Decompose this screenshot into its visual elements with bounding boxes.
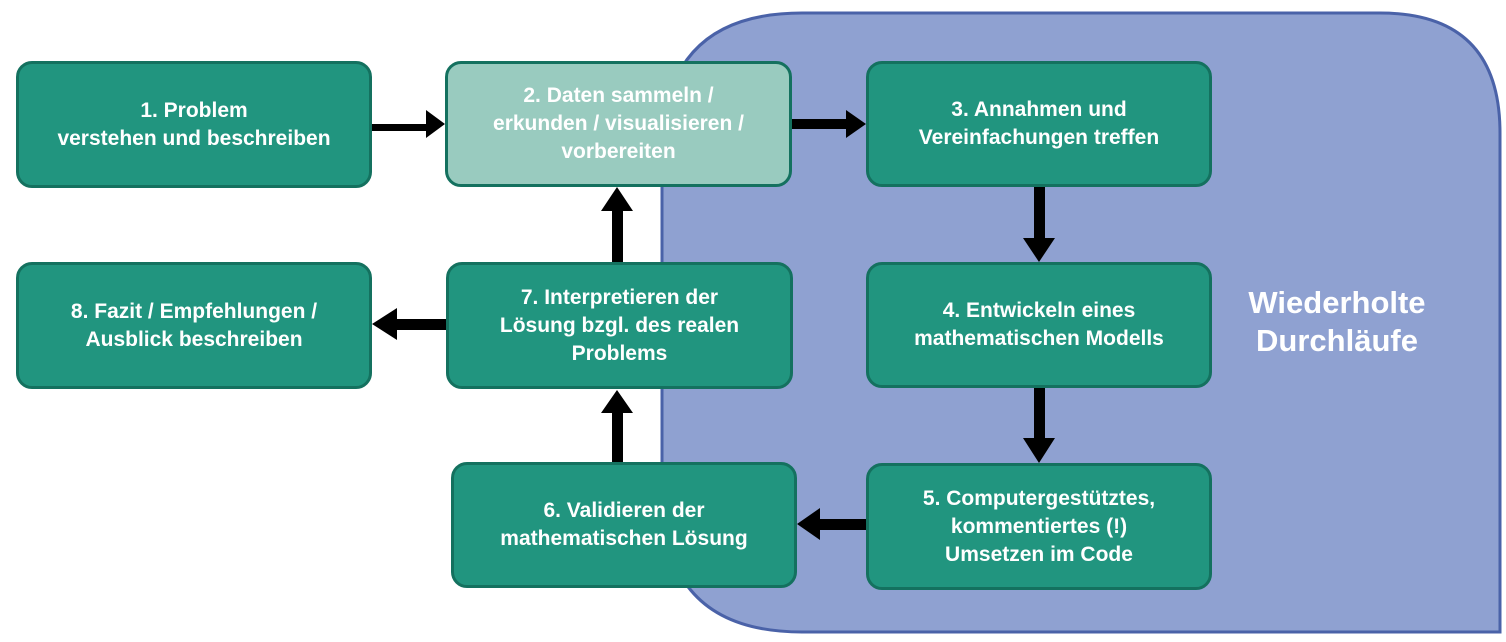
step-8-box: 8. Fazit / Empfehlungen / Ausblick besch… bbox=[16, 262, 372, 389]
step-7-box: 7. Interpretieren der Lösung bzgl. des r… bbox=[446, 262, 793, 389]
arrow-7-to-2 bbox=[601, 187, 633, 262]
step-4-box: 4. Entwickeln eines mathematischen Model… bbox=[866, 262, 1212, 388]
step-4-label: 4. Entwickeln eines mathematischen Model… bbox=[914, 299, 1164, 350]
step-8-label: 8. Fazit / Empfehlungen / Ausblick besch… bbox=[70, 299, 318, 351]
step-5-label: 5. Computergestütztes, kommentiertes (!)… bbox=[922, 486, 1156, 566]
step-3-label: 3. Annahmen und Vereinfachungen treffen bbox=[918, 98, 1160, 149]
step-5-box: 5. Computergestütztes, kommentiertes (!)… bbox=[866, 463, 1212, 590]
step-2-label: 2. Daten sammeln / erkunden / visualisie… bbox=[493, 84, 744, 163]
step-6-label: 6. Validieren der mathematischen Lösung bbox=[500, 499, 748, 550]
step-6-box: 6. Validieren der mathematischen Lösung bbox=[451, 462, 797, 588]
iteration-region-label: Wiederholte Durchläufe bbox=[1248, 285, 1426, 358]
step-2-box: 2. Daten sammeln / erkunden / visualisie… bbox=[445, 61, 792, 187]
arrow-3-to-4 bbox=[1023, 187, 1055, 262]
arrow-7-to-8 bbox=[372, 308, 446, 340]
arrow-1-to-2 bbox=[372, 110, 445, 138]
arrow-5-to-6 bbox=[797, 508, 866, 540]
step-1-label: 1. Problem verstehen und beschreiben bbox=[57, 98, 331, 150]
step-1-box: 1. Problem verstehen und beschreiben bbox=[16, 61, 372, 188]
step-7-label: 7. Interpretieren der Lösung bzgl. des r… bbox=[499, 285, 740, 365]
arrow-6-to-7 bbox=[601, 390, 633, 462]
arrow-2-to-3 bbox=[792, 110, 866, 138]
step-3-box: 3. Annahmen und Vereinfachungen treffen bbox=[866, 61, 1212, 187]
arrow-4-to-5 bbox=[1023, 388, 1055, 463]
